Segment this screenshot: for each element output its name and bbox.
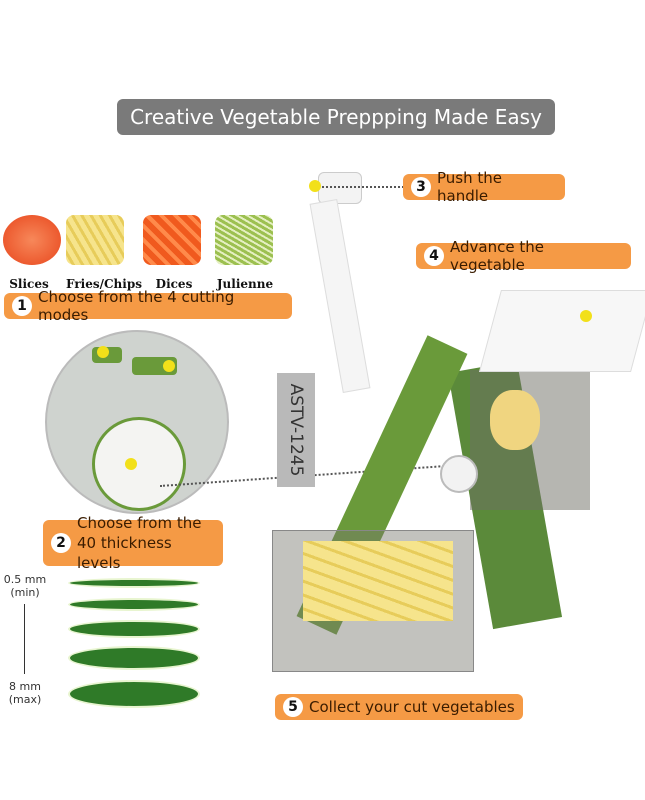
slice-sample (68, 680, 200, 708)
step-2-label: 2 Choose from the 40 thickness levels (43, 514, 223, 572)
max-thickness: 8 mm (9, 680, 41, 693)
step-number: 4 (424, 246, 444, 266)
model-number: ASTV-1245 (286, 383, 306, 477)
min-thickness: 0.5 mm (3, 573, 47, 586)
step-4-label: 4 Advance the vegetable (416, 238, 631, 274)
mode-label: Fries/Chips (66, 277, 142, 291)
step-5-label: 5 Collect your cut vegetables (275, 694, 523, 720)
pointer-line (322, 186, 404, 188)
slice-sample (68, 598, 200, 611)
slices-image (3, 215, 61, 265)
step-text: 40 thickness levels (77, 534, 172, 572)
min-tag: (min) (10, 586, 40, 599)
mode-label: Dices (155, 277, 193, 291)
step-1-label: 1 Choose from the 4 cutting modes (4, 288, 292, 324)
potato (490, 390, 540, 450)
dices-image (143, 215, 201, 265)
step-number: 2 (51, 533, 71, 553)
slice-sample (68, 620, 200, 638)
step-number: 5 (283, 697, 303, 717)
step-text: Collect your cut vegetables (309, 698, 515, 716)
step-3-label: 3 Push the handle (403, 169, 565, 205)
julienne-image (215, 215, 273, 265)
food-holder (479, 290, 645, 372)
push-handle (318, 172, 362, 204)
slice-sample (68, 578, 200, 588)
thickness-dial (92, 417, 186, 511)
blade-detail-closeup (45, 330, 229, 514)
step-number: 3 (411, 177, 431, 197)
step-number: 1 (12, 296, 32, 316)
dial-knob (440, 455, 478, 493)
mode-label: Slices (9, 277, 49, 291)
cut-fries (303, 541, 453, 621)
collection-container (272, 530, 474, 672)
step-text: Push the handle (437, 169, 502, 205)
fries-image (66, 215, 124, 265)
step-text: Choose from the (77, 514, 202, 532)
max-tag: (max) (8, 693, 42, 706)
thickness-arrow (24, 604, 25, 674)
plunger (309, 199, 371, 393)
mode-label: Julienne (216, 277, 274, 291)
headline-text: Creative Vegetable Preppping Made Easy (130, 105, 542, 129)
step-text: Advance the vegetable (450, 238, 544, 274)
model-tag: ASTV-1245 (277, 373, 315, 487)
slice-sample (68, 646, 200, 670)
headline-banner: Creative Vegetable Preppping Made Easy (117, 99, 555, 135)
step-text: Choose from the 4 cutting modes (38, 288, 235, 324)
